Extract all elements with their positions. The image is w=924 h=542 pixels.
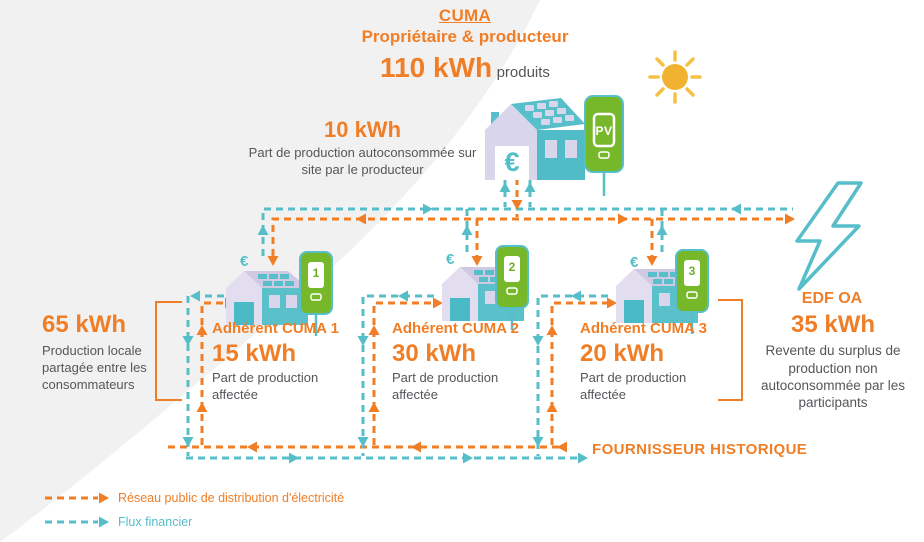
legend-financial-label: Flux financier xyxy=(118,515,193,529)
arrowhead xyxy=(785,213,795,225)
edf-oa-block: 35 kWh Revente du surplus de production … xyxy=(752,311,914,411)
self-consumption-value: 10 kWh xyxy=(323,117,402,142)
member-value: 30 kWh xyxy=(392,340,477,367)
self-consumption-desc: Part de production autoconsommée sur sit… xyxy=(248,145,477,177)
arrowhead xyxy=(557,441,567,453)
arrowhead xyxy=(196,402,208,412)
header-block: CUMA Propriétaire & producteur 110 kWh p… xyxy=(310,6,620,82)
member-value: 15 kWh xyxy=(212,340,297,367)
arrowhead xyxy=(289,452,299,464)
arrowhead xyxy=(618,213,628,225)
arrowhead xyxy=(731,203,741,215)
supplier-label: FOURNISSEUR HISTORIQUE xyxy=(592,441,808,458)
edf-oa-desc: Revente du surplus de production non aut… xyxy=(760,343,906,411)
member-desc: Part de production affectée xyxy=(392,370,499,403)
arrowhead xyxy=(411,441,421,453)
member-desc: Part de production affectée xyxy=(212,370,319,403)
produced-suffix: produits xyxy=(496,64,550,81)
house-icon-1 xyxy=(226,271,308,325)
self-consumption-block: 10 kWh Part de production autoconsommée … xyxy=(245,117,480,178)
arrowhead xyxy=(656,225,668,235)
arrowhead xyxy=(182,437,194,447)
producer-title: CUMA xyxy=(438,6,492,25)
arrowhead xyxy=(524,182,536,192)
legend-network-label: Réseau public de distribution d'électric… xyxy=(118,491,345,505)
arrowhead xyxy=(607,297,617,309)
shared-production-desc: Production locale partagée entre les con… xyxy=(42,343,147,392)
member-name: Adhérent CUMA 3 xyxy=(580,320,707,337)
arrowhead xyxy=(190,290,200,302)
edf-oa-value: 35 kWh xyxy=(790,311,876,338)
producer-subtitle: Propriétaire & producteur xyxy=(361,27,569,46)
member-desc: Part de production affectée xyxy=(580,370,687,403)
arrowhead xyxy=(99,492,109,504)
arrowhead xyxy=(511,200,523,210)
pv-meter-icon xyxy=(584,95,624,196)
euro-icon: € xyxy=(240,253,249,270)
arrowhead xyxy=(546,325,558,335)
member-name: Adhérent CUMA 2 xyxy=(392,320,519,337)
arrowhead xyxy=(546,402,558,412)
meter-number-2: 2 xyxy=(508,260,516,274)
producer-building-icon xyxy=(485,98,585,180)
arrowhead xyxy=(247,441,257,453)
shared-production-value: 65 kWh xyxy=(42,311,127,338)
arrowhead xyxy=(357,437,369,447)
euro-icon: € xyxy=(446,251,455,268)
meter-number-1: 1 xyxy=(312,266,320,280)
arrowhead xyxy=(257,225,269,235)
arrowhead xyxy=(423,203,433,215)
arrowhead xyxy=(461,225,473,235)
financial-flow-lines xyxy=(45,178,793,524)
member-name: Adhérent CUMA 1 xyxy=(212,320,339,337)
arrowhead xyxy=(646,256,658,266)
member-block-3: Adhérent CUMA 3 20 kWh Part de productio… xyxy=(580,320,730,404)
arrowhead xyxy=(433,297,443,309)
arrowhead xyxy=(532,336,544,346)
arrowhead xyxy=(267,256,279,266)
arrowhead xyxy=(463,452,473,464)
arrowhead xyxy=(571,290,581,302)
euro-icon: € xyxy=(630,254,639,271)
arrowhead xyxy=(368,325,380,335)
arrowhead xyxy=(532,437,544,447)
arrowhead xyxy=(398,290,408,302)
arrowhead xyxy=(499,182,511,192)
arrowhead xyxy=(182,336,194,346)
arrowhead xyxy=(356,213,366,225)
shared-production-block: 65 kWh Production locale partagée entre … xyxy=(42,311,170,393)
arrowhead xyxy=(578,452,588,464)
arrowhead xyxy=(99,516,109,528)
arrowhead xyxy=(357,336,369,346)
member-value: 20 kWh xyxy=(580,340,665,367)
arrowhead xyxy=(471,256,483,266)
bracket-right xyxy=(718,299,743,401)
electricity-network-lines xyxy=(45,178,786,500)
meter-number-3: 3 xyxy=(688,264,696,278)
member-block-1: Adhérent CUMA 1 15 kWh Part de productio… xyxy=(212,320,362,404)
euro-icon: € xyxy=(504,147,520,177)
bracket-left xyxy=(155,301,182,401)
edf-oa-label: EDF OA xyxy=(801,290,863,307)
arrowhead xyxy=(368,402,380,412)
lightning-bolt-icon xyxy=(795,181,863,291)
pv-meter-label: PV xyxy=(595,124,613,138)
member-block-2: Adhérent CUMA 2 30 kWh Part de productio… xyxy=(392,320,542,404)
arrowhead xyxy=(196,325,208,335)
sun-icon xyxy=(648,50,702,104)
produced-value: 110 kWh xyxy=(380,52,493,83)
